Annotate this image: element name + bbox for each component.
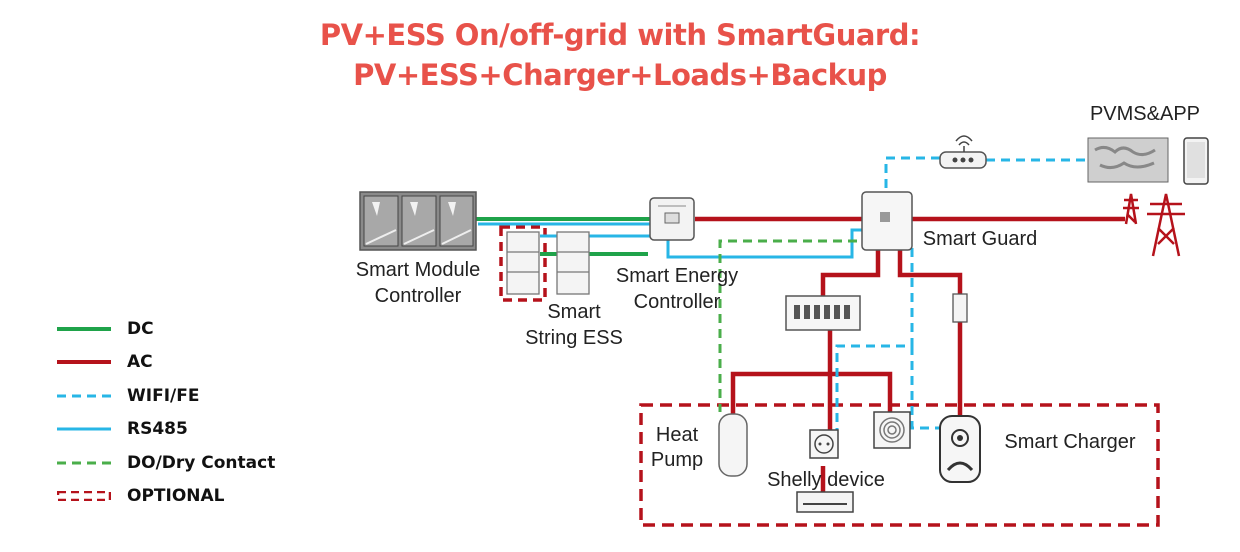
optional-swatch bbox=[57, 491, 111, 502]
legend-item-dc: DC bbox=[57, 312, 275, 346]
legend-item-wifi: WIFI/FE bbox=[57, 379, 275, 413]
distribution-board-icon bbox=[785, 295, 861, 331]
heat-pump-label-2: Pump bbox=[650, 449, 704, 471]
smart-guard-icon bbox=[861, 191, 913, 251]
legend-label: DO/Dry Contact bbox=[127, 452, 276, 473]
legend-label: DC bbox=[127, 318, 154, 339]
legend: DC AC WIFI/FE RS485 DO/Dry Contact OPTIO… bbox=[57, 312, 275, 513]
ac-lines bbox=[695, 216, 1125, 492]
dry-contact-swatch bbox=[57, 461, 111, 465]
dry-contact-line bbox=[718, 239, 857, 412]
title-line-2: PV+ESS+Charger+Loads+Backup bbox=[353, 58, 887, 92]
legend-item-dry-contact: DO/Dry Contact bbox=[57, 446, 275, 480]
optional-battery-box bbox=[499, 225, 547, 302]
air-conditioner-icon bbox=[796, 491, 854, 513]
shelly-label: Shelly device bbox=[767, 469, 885, 491]
ac-swatch bbox=[57, 360, 111, 365]
title-line-1: PV+ESS On/off-grid with SmartGuard: bbox=[319, 18, 921, 52]
induction-cooker-icon bbox=[873, 411, 911, 449]
pvms-label: PVMS&APP bbox=[1089, 103, 1201, 125]
heat-pump-icon bbox=[718, 413, 748, 477]
legend-label: AC bbox=[127, 352, 153, 373]
smart-module-label-1: Smart Module bbox=[355, 259, 481, 281]
legend-item-ac: AC bbox=[57, 346, 275, 380]
heat-pump-label-1: Heat bbox=[655, 424, 699, 446]
ev-charger-icon bbox=[939, 415, 981, 483]
smart-charger-label: Smart Charger bbox=[1004, 431, 1136, 453]
dc-swatch bbox=[57, 326, 111, 331]
smart-energy-label-1: Smart Energy bbox=[615, 265, 739, 287]
legend-label: OPTIONAL bbox=[127, 486, 225, 507]
phone-icon bbox=[1183, 137, 1209, 185]
smart-string-label-2: String ESS bbox=[525, 327, 623, 349]
legend-item-optional: OPTIONAL bbox=[57, 480, 275, 514]
breaker-icon bbox=[952, 293, 968, 323]
smart-string-label-1: Smart bbox=[547, 301, 601, 323]
smart-module-label-2: Controller bbox=[374, 285, 462, 307]
shelly-plug-icon bbox=[809, 429, 839, 459]
smart-guard-label: Smart Guard bbox=[922, 228, 1038, 250]
transmission-tower-icon bbox=[1123, 193, 1185, 257]
smart-energy-label-2: Controller bbox=[633, 291, 721, 313]
optional-load-box bbox=[639, 403, 1160, 527]
rs485-swatch bbox=[57, 427, 111, 431]
pvms-screen-icon bbox=[1087, 137, 1169, 183]
battery-stack-icon bbox=[506, 231, 590, 295]
legend-label: RS485 bbox=[127, 419, 188, 440]
pv-panels-icon bbox=[359, 191, 477, 251]
router-icon bbox=[939, 135, 987, 169]
legend-item-rs485: RS485 bbox=[57, 413, 275, 447]
inverter-icon bbox=[649, 197, 695, 241]
legend-label: WIFI/FE bbox=[127, 385, 200, 406]
wifi-swatch bbox=[57, 394, 111, 398]
